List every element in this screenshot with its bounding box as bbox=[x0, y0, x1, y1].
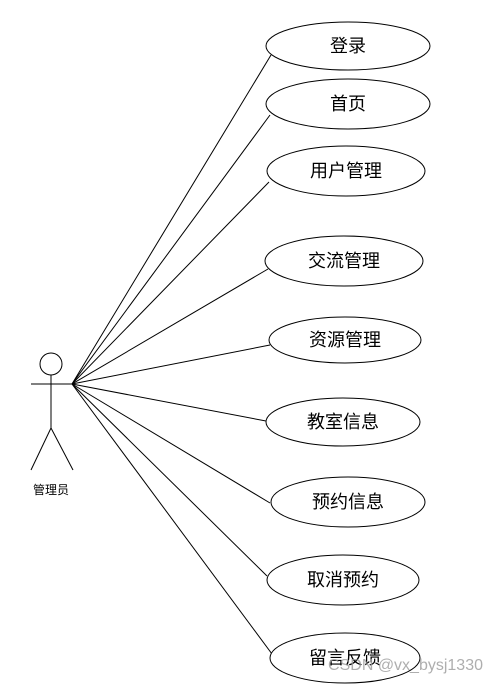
use-case-ellipse bbox=[265, 21, 431, 71]
actor-label: 管理员 bbox=[33, 482, 69, 497]
use-case-ellipse bbox=[264, 235, 424, 287]
use-case-label: 登录 bbox=[330, 36, 366, 57]
use-case-ellipse bbox=[269, 632, 421, 684]
use-case-resource-management: 资源管理 bbox=[268, 316, 422, 364]
use-case-classroom-info: 教室信息 bbox=[265, 397, 421, 447]
use-case-user-management: 用户管理 bbox=[266, 145, 426, 197]
association-lines bbox=[71, 54, 273, 655]
use-case-label: 用户管理 bbox=[310, 161, 382, 182]
use-case-label: 预约信息 bbox=[312, 492, 384, 513]
association-line-cancel-reservation bbox=[71, 383, 268, 577]
use-case-feedback: 留言反馈 bbox=[269, 632, 421, 684]
association-line-reservation-info bbox=[71, 383, 271, 504]
use-case-ellipse bbox=[268, 316, 422, 364]
use-case-label: 留言反馈 bbox=[309, 648, 381, 669]
association-line-login bbox=[71, 54, 272, 385]
use-case-label: 取消预约 bbox=[307, 570, 379, 591]
use-case-home: 首页 bbox=[265, 78, 431, 130]
association-line-user-management bbox=[71, 181, 270, 385]
use-case-exchange-management: 交流管理 bbox=[264, 235, 424, 287]
use-case-login: 登录 bbox=[265, 21, 431, 71]
actor-right-leg bbox=[50, 427, 74, 471]
association-line-home bbox=[71, 114, 271, 385]
use-case-ellipse bbox=[265, 78, 431, 130]
watermark: CSDN @vx_bysj1330 bbox=[328, 657, 483, 674]
association-line-resource-management bbox=[71, 344, 271, 385]
association-line-classroom-info bbox=[71, 383, 267, 422]
association-line-feedback bbox=[71, 383, 273, 655]
use-case-label: 交流管理 bbox=[308, 251, 380, 272]
use-case-reservation-info: 预约信息 bbox=[270, 476, 426, 528]
use-case-label: 首页 bbox=[330, 94, 366, 115]
use-case-ellipse bbox=[265, 397, 421, 447]
use-case-label: 资源管理 bbox=[309, 330, 381, 351]
use-case-ellipse bbox=[270, 476, 426, 528]
use-case-cancel-reservation: 取消预约 bbox=[266, 554, 420, 606]
actor-figure bbox=[30, 352, 74, 471]
association-line-exchange-management bbox=[71, 268, 269, 385]
use-case-ellipse bbox=[266, 145, 426, 197]
actor-head bbox=[39, 352, 63, 376]
actor-left-leg bbox=[30, 427, 52, 471]
use-case-label: 教室信息 bbox=[307, 412, 379, 433]
use-case-ellipse bbox=[266, 554, 420, 606]
